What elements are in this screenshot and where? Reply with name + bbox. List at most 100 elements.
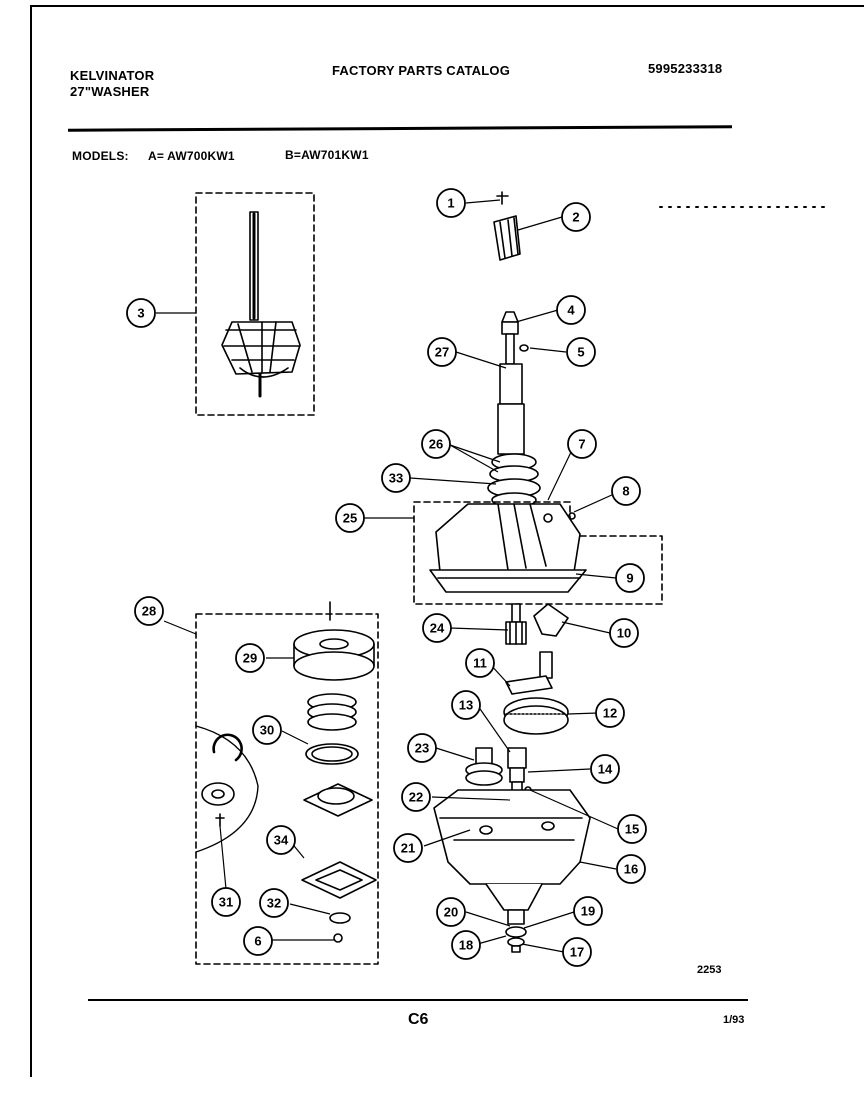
callout-circle	[422, 613, 452, 643]
callout-circle	[243, 926, 273, 956]
callout-circle	[436, 188, 466, 218]
drive-gear-drawing	[503, 697, 569, 735]
bottom-fittings-drawing	[505, 926, 527, 953]
callout-20: 20	[436, 897, 466, 927]
callout-14: 14	[590, 754, 620, 784]
part-1-2-cap-drawing	[493, 191, 521, 261]
callout-25: 25	[335, 503, 365, 533]
callout-circle	[407, 733, 437, 763]
pinion-gear-drawing	[465, 747, 503, 786]
callout-number: 12	[603, 706, 617, 721]
callout-circle	[561, 202, 591, 232]
callout-number: 20	[444, 905, 458, 920]
callout-number: 25	[343, 511, 357, 526]
page-frame	[30, 5, 864, 1077]
callout-number: 27	[435, 345, 449, 360]
callout-circle	[211, 887, 241, 917]
callout-33: 33	[381, 463, 411, 493]
callout-number: 31	[219, 895, 233, 910]
callout-number: 9	[626, 571, 633, 586]
callout-number: 1	[447, 196, 454, 211]
callout-8: 8	[611, 476, 641, 506]
callout-number: 28	[142, 604, 156, 619]
callout-circle	[465, 648, 495, 678]
callout-number: 19	[581, 904, 595, 919]
page-code: C6	[408, 1011, 429, 1028]
callout-circle	[556, 295, 586, 325]
callout-29: 29	[235, 643, 265, 673]
callout-number: 29	[243, 651, 257, 666]
callout-7: 7	[567, 429, 597, 459]
footer-rule	[88, 999, 748, 1001]
callout-circle	[615, 563, 645, 593]
callout-circle	[590, 754, 620, 784]
part-25-group-box	[413, 501, 663, 605]
callout-number: 3	[137, 306, 144, 321]
callout-number: 6	[254, 934, 261, 949]
callout-circle	[566, 337, 596, 367]
callout-10: 10	[609, 618, 639, 648]
callout-number: 34	[274, 833, 289, 848]
callout-15: 15	[617, 814, 647, 844]
callout-number: 17	[570, 945, 584, 960]
callout-12: 12	[595, 698, 625, 728]
callout-circle	[573, 896, 603, 926]
callout-circle	[451, 690, 481, 720]
callout-26: 26	[421, 429, 451, 459]
callout-13: 13	[451, 690, 481, 720]
models-label: MODELS:	[72, 149, 129, 163]
callout-number: 7	[578, 437, 585, 452]
revision-date: 1/93	[723, 1014, 745, 1026]
callout-6: 6	[243, 926, 273, 956]
callout-number: 22	[409, 790, 423, 805]
callout-number: 18	[459, 938, 473, 953]
callout-5: 5	[566, 337, 596, 367]
gear-case-drawing	[433, 789, 591, 925]
part-28-group-box	[195, 613, 379, 965]
callout-11: 11	[465, 648, 495, 678]
callout-4: 4	[556, 295, 586, 325]
callout-circle	[259, 888, 289, 918]
drawing-number: 2253	[697, 964, 722, 976]
callout-circle	[567, 429, 597, 459]
callout-19: 19	[573, 896, 603, 926]
model-a: A= AW700KW1	[148, 149, 235, 163]
model-b: B=AW701KW1	[285, 148, 369, 162]
agitator-shaft-drawing	[497, 311, 529, 455]
callout-number: 23	[415, 741, 429, 756]
product-label: 27"WASHER	[70, 84, 150, 99]
callout-30: 30	[252, 715, 282, 745]
callout-17: 17	[562, 937, 592, 967]
callout-number: 30	[260, 723, 274, 738]
callout-circle	[393, 833, 423, 863]
callout-27: 27	[427, 337, 457, 367]
callout-circle	[266, 825, 296, 855]
callout-number: 33	[389, 471, 403, 486]
callout-circle	[609, 618, 639, 648]
callout-number: 32	[267, 896, 281, 911]
callout-18: 18	[451, 930, 481, 960]
callout-number: 5	[577, 345, 584, 360]
callout-1: 1	[436, 188, 466, 218]
callout-number: 15	[625, 822, 639, 837]
callout-number: 14	[598, 762, 613, 777]
callout-number: 8	[622, 484, 629, 499]
callout-circle	[427, 337, 457, 367]
callout-circle	[134, 596, 164, 626]
callout-number: 10	[617, 626, 631, 641]
callout-circle	[421, 429, 451, 459]
callout-circle	[235, 643, 265, 673]
callout-circle	[617, 814, 647, 844]
callout-circle	[401, 782, 431, 812]
callout-number: 13	[459, 698, 473, 713]
callout-circle	[436, 897, 466, 927]
seal-kit-drawing	[201, 629, 377, 943]
callout-circle	[611, 476, 641, 506]
callout-34: 34	[266, 825, 296, 855]
callout-circle	[616, 854, 646, 884]
callout-number: 16	[624, 862, 638, 877]
callout-23: 23	[407, 733, 437, 763]
callout-circle	[126, 298, 156, 328]
seal-assembly-drawing	[487, 453, 541, 508]
